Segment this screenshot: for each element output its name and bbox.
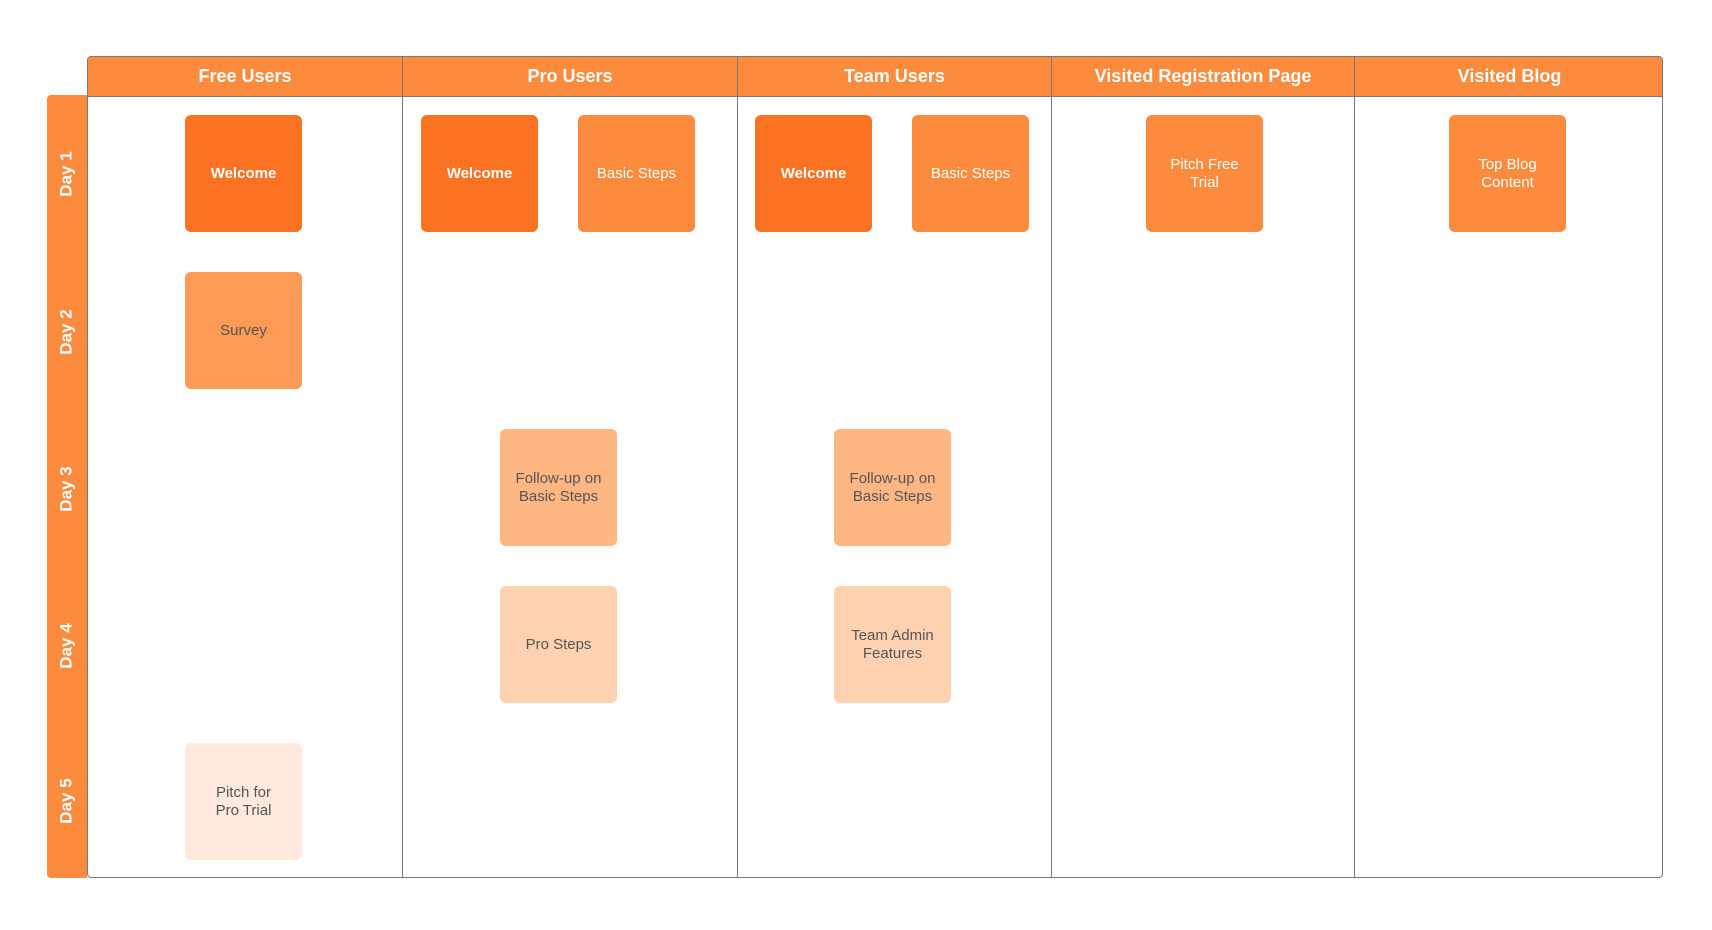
card-team-admin-features[interactable]: Team Admin Features <box>834 586 951 703</box>
card-blog-top-content[interactable]: Top Blog Content <box>1449 115 1566 232</box>
column-divider <box>402 57 403 877</box>
column-divider <box>1051 57 1052 877</box>
row-label-day-1: Day 1 <box>57 151 76 197</box>
card-pro-welcome[interactable]: Welcome <box>421 115 538 232</box>
column-header-visited-blog: Visited Blog <box>1355 57 1662 96</box>
header-divider <box>88 96 1662 97</box>
row-label-day-5: Day 5 <box>57 778 76 824</box>
swimlane-board: Free Users Pro Users Team Users Visited … <box>87 56 1663 878</box>
day-row-rail: Day 1 Day 2 Day 3 Day 4 Day 5 <box>47 95 87 878</box>
card-pro-steps[interactable]: Pro Steps <box>500 586 617 703</box>
card-team-follow-up[interactable]: Follow-up on Basic Steps <box>834 429 951 546</box>
card-pro-follow-up[interactable]: Follow-up on Basic Steps <box>500 429 617 546</box>
card-registration-pitch-free-trial[interactable]: Pitch Free Trial <box>1146 115 1263 232</box>
column-divider <box>737 57 738 877</box>
card-free-pitch-pro-trial[interactable]: Pitch for Pro Trial <box>185 743 302 860</box>
row-label-day-2: Day 2 <box>57 308 76 355</box>
card-free-survey[interactable]: Survey <box>185 272 302 389</box>
column-header-pro-users: Pro Users <box>403 57 737 96</box>
card-free-welcome[interactable]: Welcome <box>185 115 302 232</box>
column-header-team-users: Team Users <box>738 57 1051 96</box>
column-header-free-users: Free Users <box>88 57 402 96</box>
row-label-day-3: Day 3 <box>57 465 76 512</box>
card-team-welcome[interactable]: Welcome <box>755 115 872 232</box>
column-divider <box>1354 57 1355 877</box>
card-pro-basic-steps[interactable]: Basic Steps <box>578 115 695 232</box>
column-header-visited-registration-page: Visited Registration Page <box>1052 57 1354 96</box>
row-label-day-4: Day 4 <box>57 622 76 669</box>
card-team-basic-steps[interactable]: Basic Steps <box>912 115 1029 232</box>
